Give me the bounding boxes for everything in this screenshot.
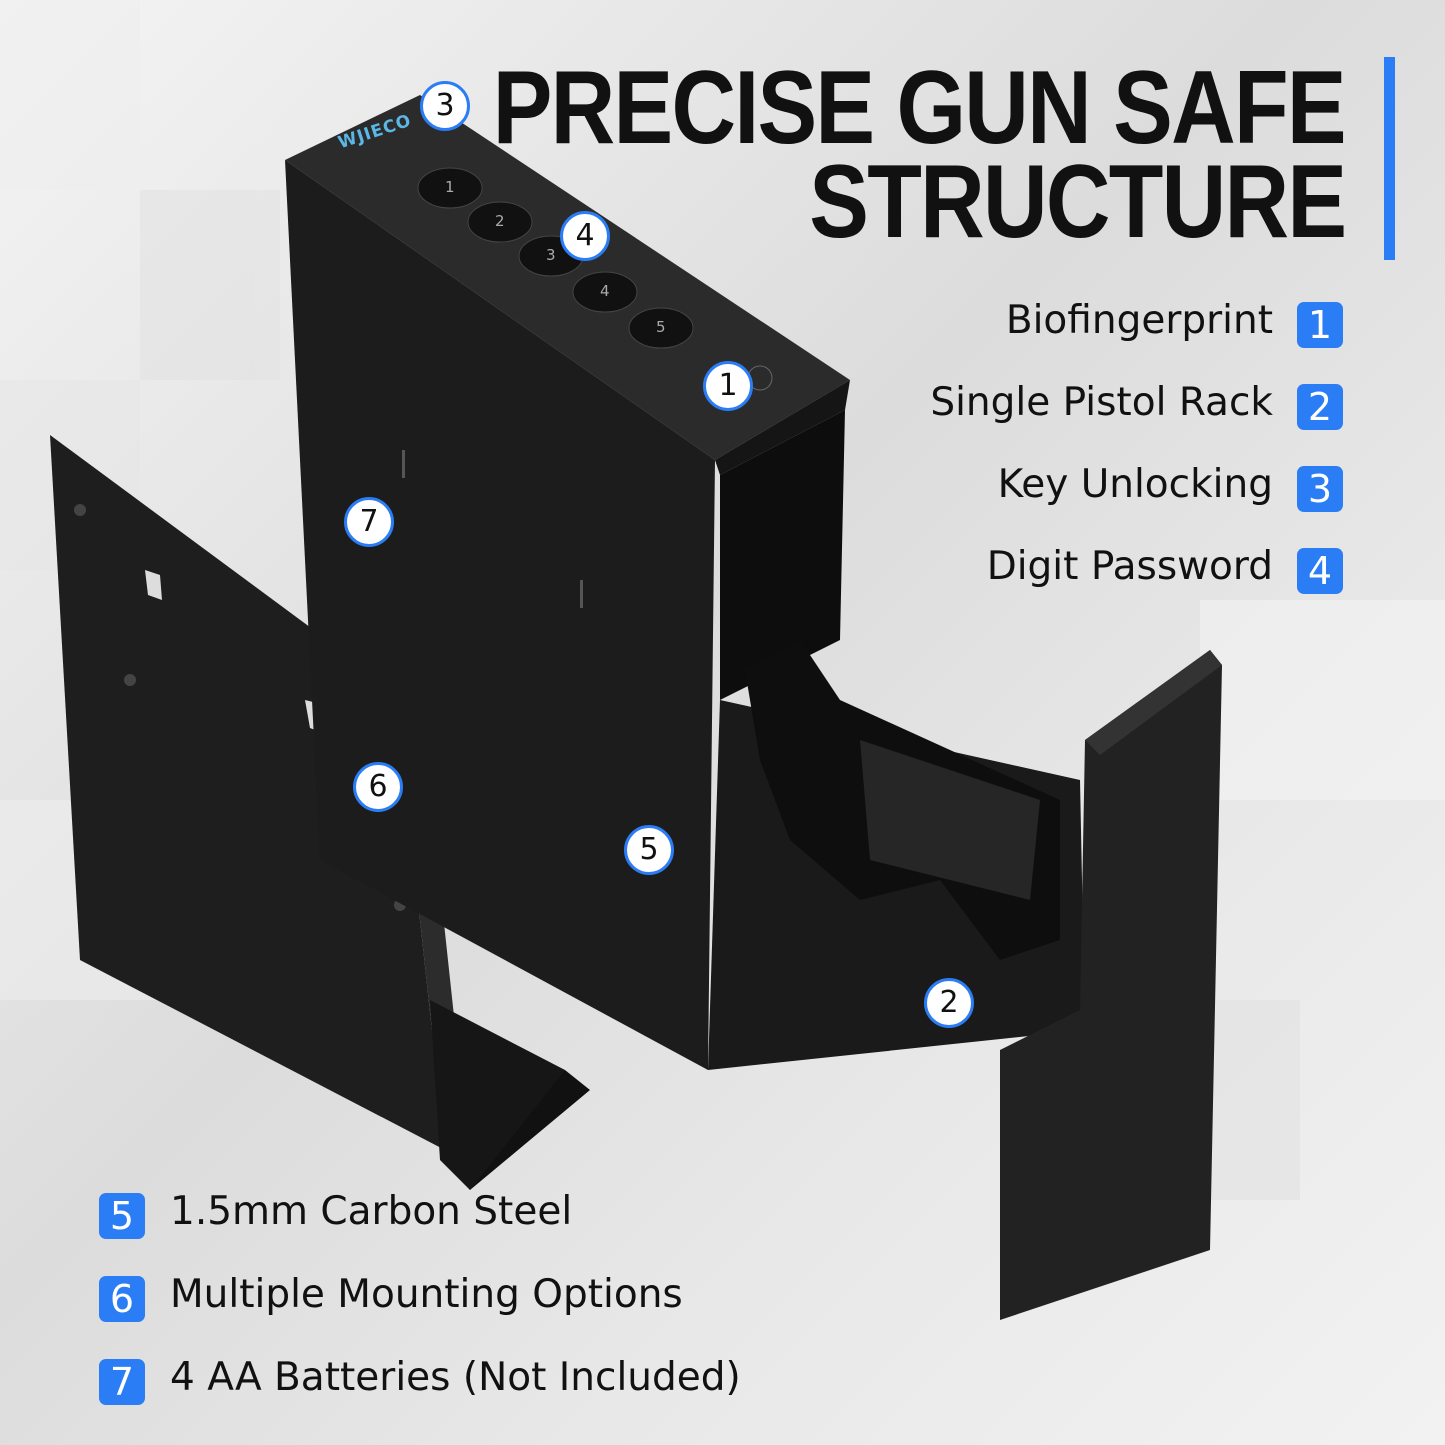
feature-badge: 7	[99, 1359, 145, 1405]
feature-badge: 5	[99, 1193, 145, 1239]
mounting-plate	[50, 435, 590, 1190]
keypad-key-label: 1	[445, 178, 455, 196]
keypad-key-label: 2	[495, 212, 505, 230]
callout-marker: 7	[344, 497, 394, 547]
feature-label: Key Unlocking	[997, 462, 1273, 507]
callout-marker: 2	[924, 978, 974, 1028]
feature-badge: 2	[1297, 384, 1343, 430]
keypad-key-label: 4	[600, 282, 610, 300]
feature-label: Single Pistol Rack	[930, 380, 1273, 425]
callout-marker: 4	[560, 211, 610, 261]
page-title-line2: STRUCTURE	[808, 144, 1347, 260]
feature-label: Digit Password	[986, 544, 1273, 589]
feature-label: Multiple Mounting Options	[170, 1272, 683, 1317]
callout-marker: 3	[420, 81, 470, 131]
feature-label: 1.5mm Carbon Steel	[170, 1189, 573, 1234]
page-title-line1: PRECISE GUN SAFE	[492, 50, 1347, 166]
keypad	[417, 167, 773, 391]
feature-badge: 6	[99, 1276, 145, 1322]
keypad-key-label: 5	[656, 318, 666, 336]
callout-marker: 1	[703, 361, 753, 411]
feature-badge: 3	[1297, 466, 1343, 512]
callout-marker: 6	[353, 762, 403, 812]
feature-label: 4 AA Batteries (Not Included)	[170, 1355, 741, 1400]
keypad-key-label: 3	[546, 246, 556, 264]
feature-badge: 1	[1297, 302, 1343, 348]
feature-label: Biofingerprint	[1005, 298, 1273, 343]
title-accent-bar	[1384, 57, 1395, 260]
callout-marker: 5	[624, 825, 674, 875]
feature-badge: 4	[1297, 548, 1343, 594]
pistol-icon	[745, 640, 1060, 960]
